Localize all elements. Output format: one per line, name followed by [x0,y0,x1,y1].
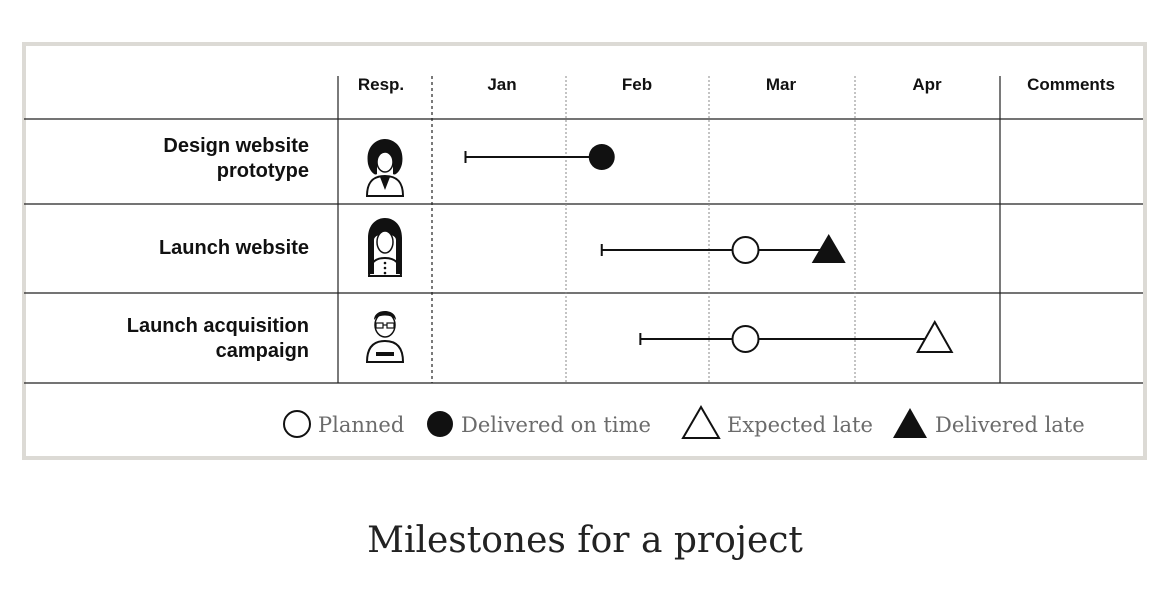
legend-delivered-late-label: Delivered late [935,413,1085,437]
task-name-launch-acquisition-line2: campaign [216,340,309,362]
diagram-frame [22,42,1147,460]
milestone-delivered-late-triangle-icon [811,234,846,263]
milestone-planned-circle-icon [731,325,760,353]
woman-short-hair-icon [365,139,405,197]
diagram-caption: Milestones for a project [367,520,803,561]
man-glasses-icon [365,311,405,363]
month-header-feb: Feb [622,75,652,94]
task-name-design-website-line1: Design website [163,135,309,157]
task-name-launch-website: Launch website [159,237,309,259]
legend: Planned Delivered on time Expected late … [283,405,1085,439]
milestone-delivered-on-time-dot-icon [588,144,615,170]
legend-delivered-late-triangle-icon [893,408,927,438]
month-header-apr: Apr [912,75,942,94]
month-header-jan: Jan [487,75,516,94]
legend-expected-late-triangle-icon [681,405,721,439]
woman-long-hair-icon [367,218,403,277]
legend-planned-circle-icon [283,410,311,438]
timeline-marks [464,144,954,353]
resp-header: Resp. [358,75,404,94]
legend-delivered-on-time-dot-icon [427,411,453,437]
comments-header: Comments [1027,75,1115,94]
task-name-design-website-line2: prototype [217,160,309,182]
legend-delivered-on-time-label: Delivered on time [461,413,651,437]
task-name-launch-acquisition-line1: Launch acquisition [127,315,309,337]
month-header-mar: Mar [766,75,797,94]
milestone-planned-circle-icon [731,236,760,264]
legend-expected-late-label: Expected late [727,413,873,437]
legend-planned-label: Planned [318,413,404,437]
milestone-expected-late-triangle-icon [916,319,954,353]
